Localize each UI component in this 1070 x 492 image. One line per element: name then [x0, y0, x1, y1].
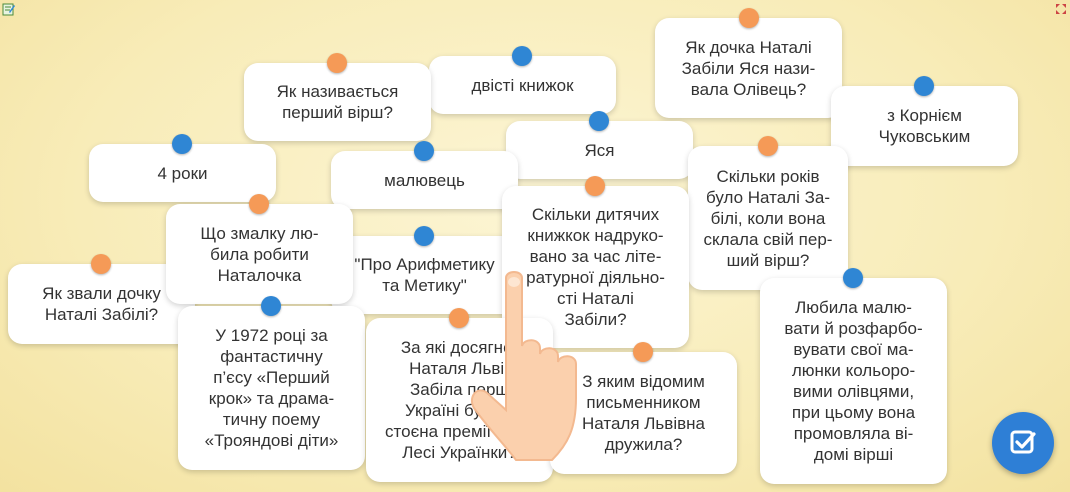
pin-blue	[414, 226, 434, 246]
card-text: У 1972 році за фантастичну п’єсу «Перший…	[204, 326, 339, 450]
card-question-first-poem[interactable]: Як називається перший вірш?	[244, 53, 431, 141]
card-text: Що змалку лю- била робити Наталочка	[200, 223, 319, 285]
card-answer-1972[interactable]: У 1972 році за фантастичну п’єсу «Перший…	[178, 296, 365, 470]
pin-blue	[589, 111, 609, 131]
pin-orange	[633, 342, 653, 362]
pin-orange	[327, 53, 347, 73]
pin-blue	[512, 46, 532, 66]
card-answer-loved-drawing[interactable]: Любила малю- вати й розфарбо- вувати сво…	[760, 268, 947, 484]
pin-orange	[585, 176, 605, 196]
card-answer-200-books[interactable]: двісті книжок	[429, 46, 616, 114]
card-text: Скільки дитячих книжкок надруко- вано за…	[526, 205, 665, 329]
card-question-daughter-name[interactable]: Як звали дочку Наталі Забілі?	[8, 254, 195, 344]
card-text: 4 роки	[157, 163, 208, 183]
check-answers-button[interactable]	[992, 412, 1054, 474]
card-text: двісті книжок	[471, 75, 574, 95]
card-answer-arithmetic[interactable]: "Про Арифметику та Метику"	[331, 226, 518, 314]
pin-orange	[758, 136, 778, 156]
pin-blue	[261, 296, 281, 316]
card-text: Як називається перший вірш?	[276, 82, 399, 122]
pin-orange	[739, 8, 759, 28]
edit-icon[interactable]	[2, 2, 16, 16]
card-text: малювець	[384, 170, 465, 190]
pin-blue	[414, 141, 434, 161]
card-question-age-first-poem[interactable]: Скільки років було Наталі За- білі, коли…	[688, 136, 848, 290]
pin-blue	[172, 134, 192, 154]
card-text: Любила малю- вати й розфарбо- вувати сво…	[784, 298, 923, 464]
card-text: З яким відомим письменником Наталя Львів…	[582, 372, 705, 454]
card-text: За які досягне- Наталя Льві- Забіла перш…	[385, 338, 534, 462]
card-text: Скільки років було Наталі За- білі, коли…	[703, 166, 833, 270]
card-text: з Корнієм Чуковським	[878, 106, 971, 146]
card-question-writer-friend[interactable]: З яким відомим письменником Наталя Львів…	[550, 342, 737, 474]
pin-orange	[449, 308, 469, 328]
pin-orange	[249, 194, 269, 214]
pin-blue	[843, 268, 863, 288]
card-answer-maliuvets[interactable]: малювець	[331, 141, 518, 209]
card-text: "Про Арифметику та Метику"	[354, 255, 495, 295]
pin-blue	[914, 76, 934, 96]
check-icon	[1010, 430, 1036, 454]
card-question-lesya-prize[interactable]: За які досягне- Наталя Льві- Забіла перш…	[366, 308, 553, 482]
card-answer-4-years[interactable]: 4 роки	[89, 134, 276, 202]
card-question-olivets[interactable]: Як дочка Наталі Забіли Яся нази- вала Ол…	[655, 8, 842, 118]
card-text: Як дочка Наталі Забіли Яся нази- вала Ол…	[681, 37, 816, 99]
fullscreen-icon[interactable]	[1056, 4, 1066, 14]
card-text: Як звали дочку Наталі Забілі?	[42, 284, 161, 324]
card-question-childhood-hobby[interactable]: Що змалку лю- била робити Наталочка	[166, 194, 353, 304]
card-answer-yasya[interactable]: Яся	[506, 111, 693, 179]
pin-orange	[91, 254, 111, 274]
card-text: Яся	[584, 140, 615, 160]
card-answer-chukovsky[interactable]: з Корнієм Чуковським	[831, 76, 1018, 166]
